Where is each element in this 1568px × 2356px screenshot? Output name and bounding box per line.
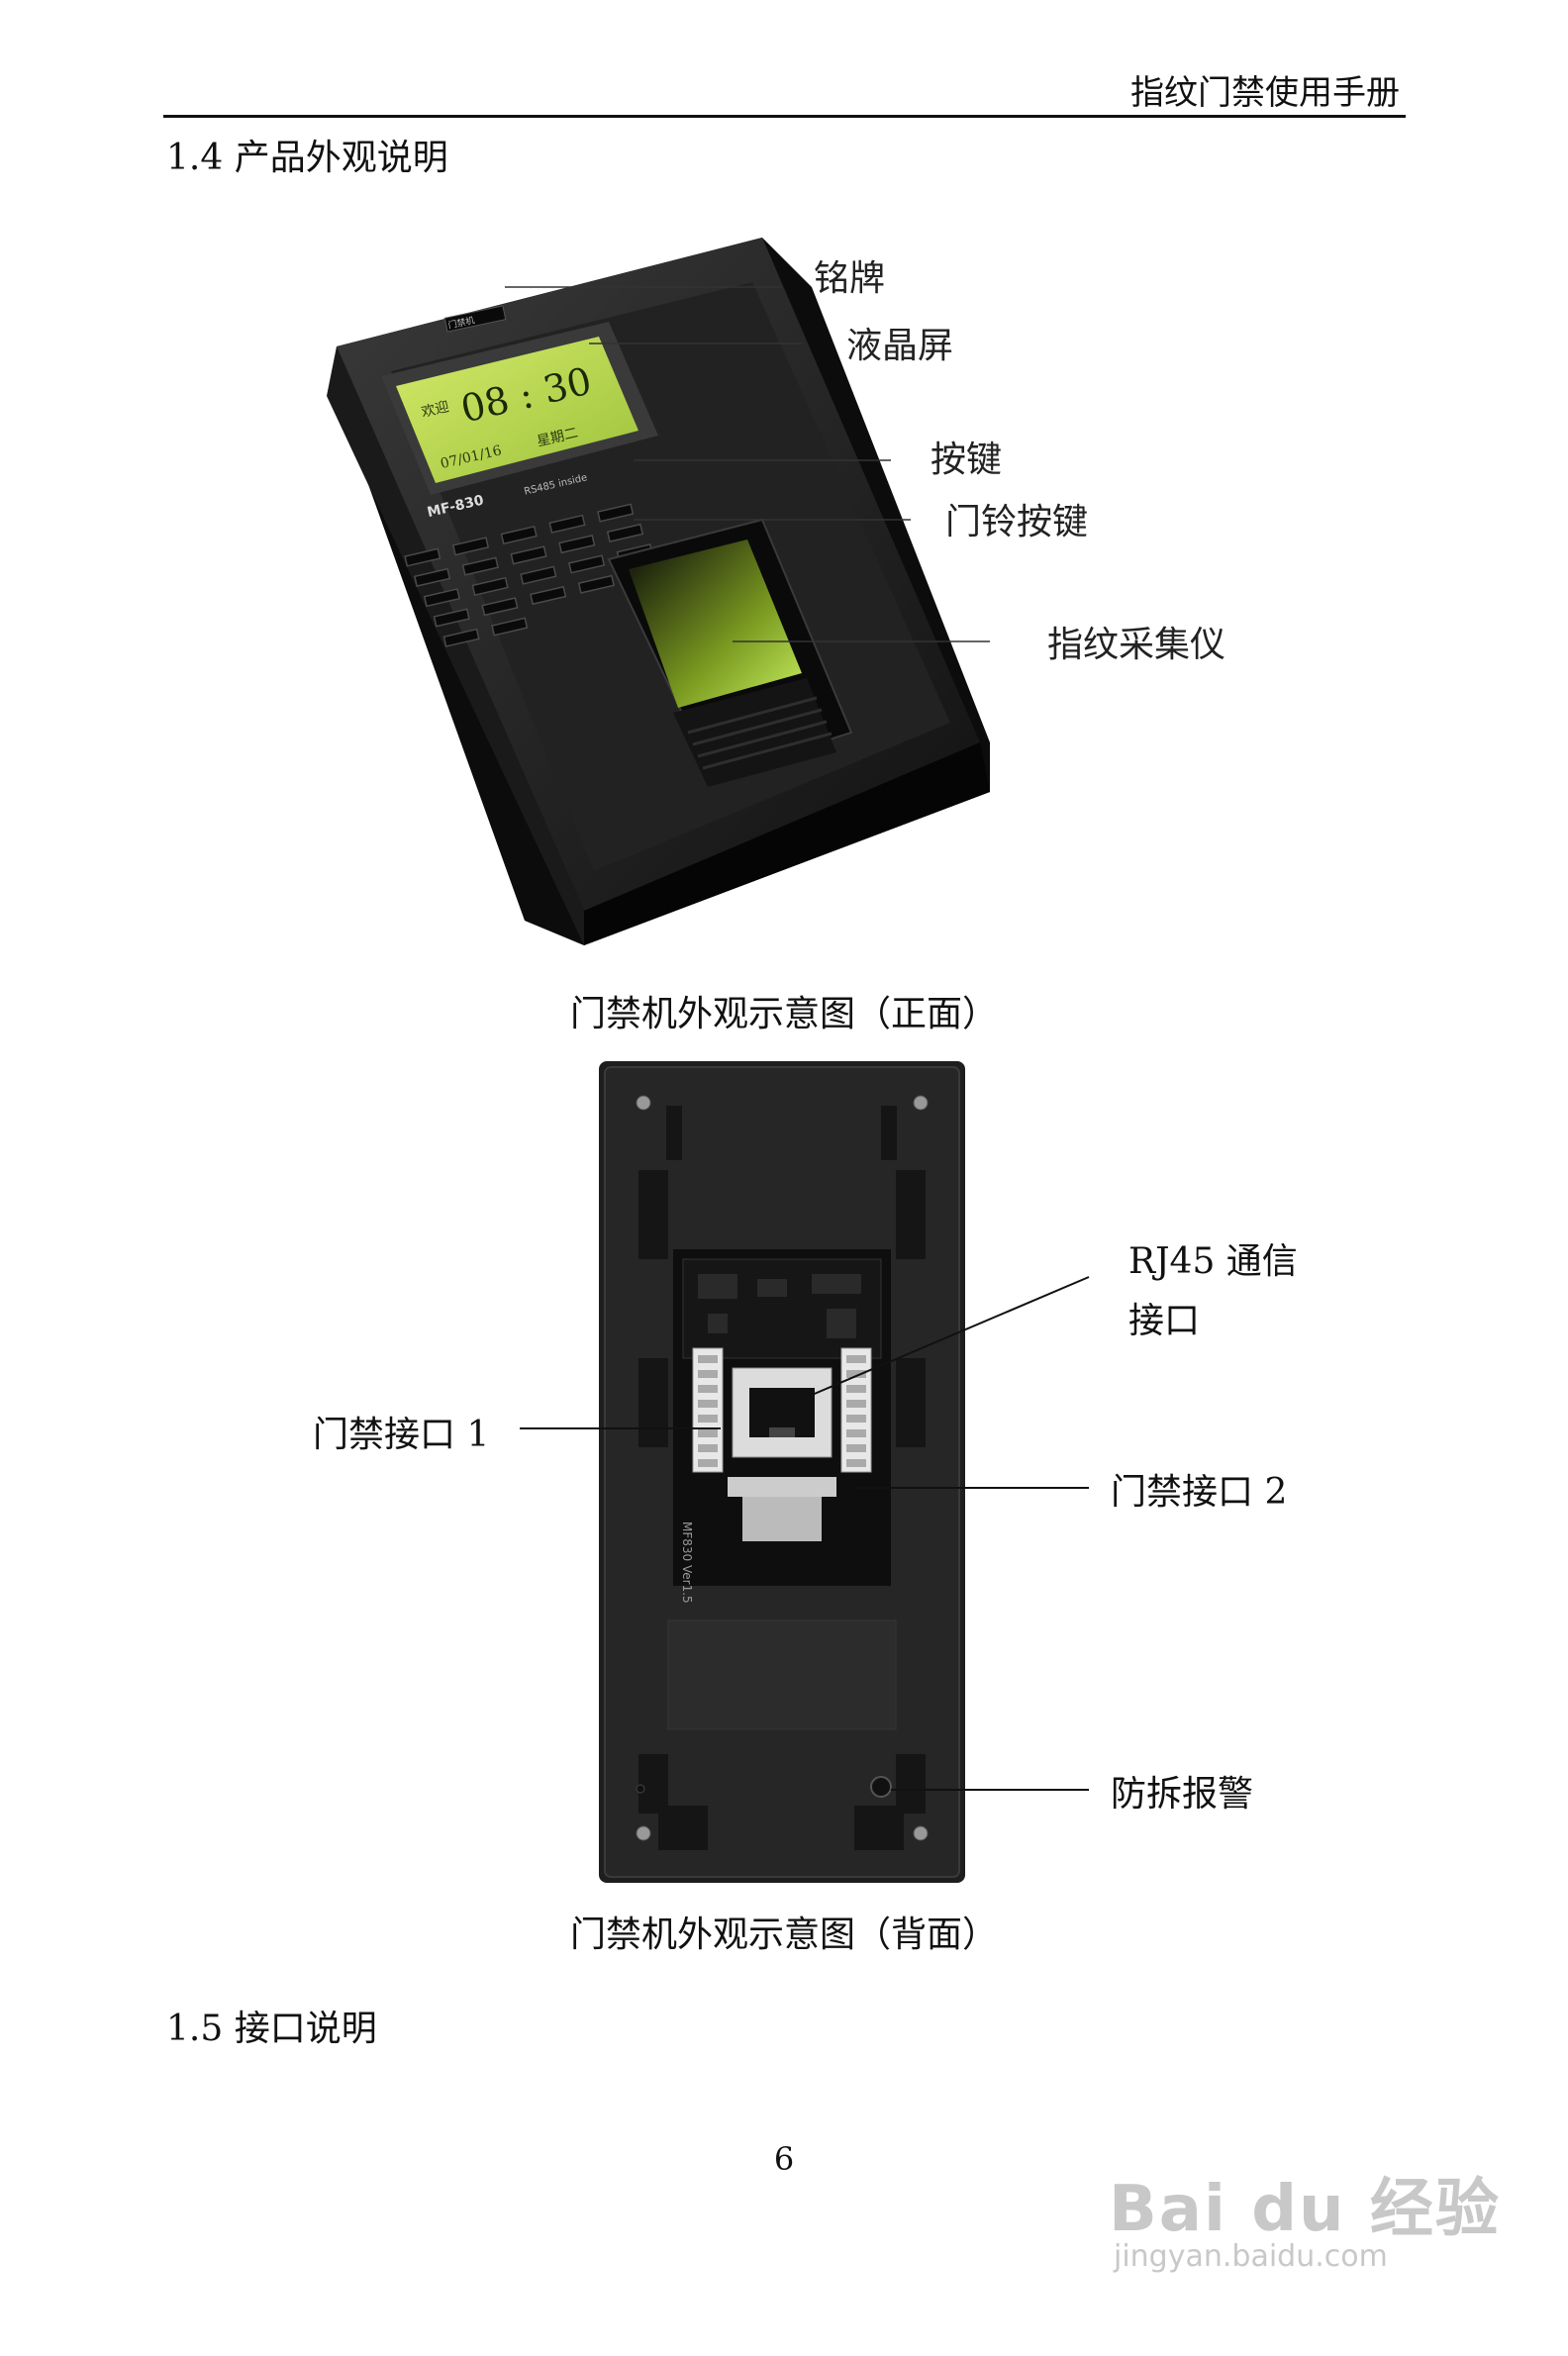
label-doorbell-key: 门铃按键 (945, 502, 1089, 542)
label-nameplate: 铭牌 (814, 258, 886, 299)
front-device-image: 门禁机 欢迎 08 : 30 07/01/16 星期二 MF-830 RS485… (327, 238, 990, 945)
label-tamper-alarm: 防拆报警 (1111, 1774, 1254, 1815)
running-header-title: 指纹门禁使用手册 (1130, 73, 1400, 113)
section-heading-1-4: 1.4 产品外观说明 (166, 138, 448, 178)
front-figure-caption: 门禁机外观示意图（正面） (569, 994, 998, 1034)
board-text: MF830 Ver1.5 (680, 1522, 694, 1604)
watermark-brand: Bai du 经验 (1109, 2173, 1501, 2246)
label-door-port-2: 门禁接口 2 (1111, 1472, 1288, 1513)
back-figure-caption: 门禁机外观示意图（背面） (569, 1914, 998, 1955)
label-lcd: 液晶屏 (846, 326, 954, 366)
section-heading-1-5: 1.5 接口说明 (166, 2009, 377, 2049)
label-keys: 按键 (931, 440, 1003, 480)
lcd-greeting: 欢迎 (420, 399, 450, 421)
leader-rj45 (809, 1276, 1090, 1397)
label-door-port-1: 门禁接口 1 (313, 1415, 490, 1455)
watermark-url: jingyan.baidu.com (1114, 2239, 1388, 2274)
back-device-image: MF830 Ver1.5 (599, 1061, 965, 1883)
page-number: 6 (773, 2140, 795, 2178)
label-fingerprint-sensor: 指纹采集仪 (1047, 625, 1226, 665)
label-rj45-line1: RJ45 通信 (1128, 1241, 1298, 1282)
header-rule (163, 115, 1406, 118)
label-rj45-line2: 接口 (1128, 1301, 1201, 1341)
